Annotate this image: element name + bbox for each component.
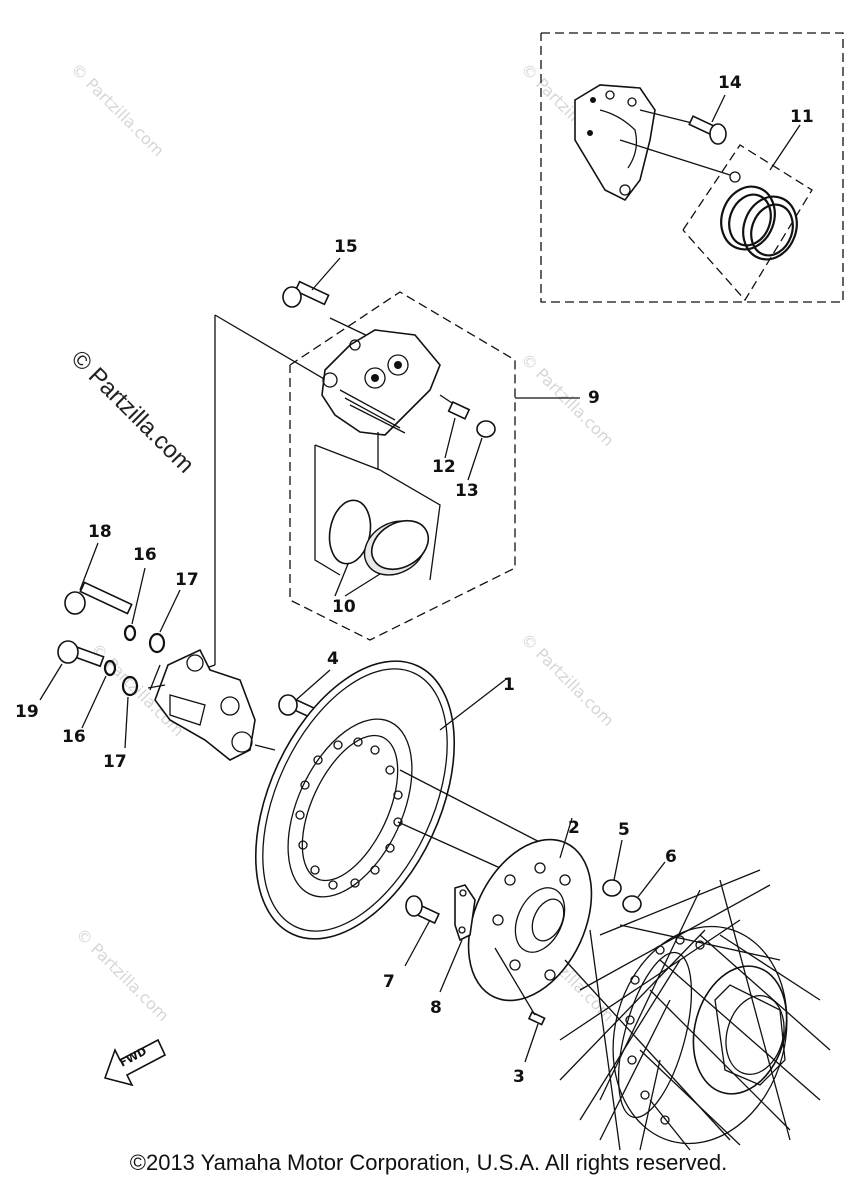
part-number: 17	[103, 752, 127, 772]
watermark: © Partzilla.com	[517, 629, 618, 730]
part-number: 19	[15, 702, 39, 722]
part-number: 5	[618, 820, 630, 840]
part-numbers: 14 11 15 9 12 13 18 16 17 10 4 1 19 16 1…	[15, 73, 814, 1087]
part-number: 18	[88, 522, 112, 542]
fwd-arrow: FWD	[103, 1038, 167, 1087]
disc-holes	[295, 737, 403, 890]
cap-13	[467, 420, 496, 481]
part-number: 8	[430, 998, 442, 1018]
washer-17-lower	[121, 675, 139, 749]
caliper-housing-inset	[574, 84, 731, 202]
nut-6	[622, 861, 666, 913]
watermark: © Partzilla.com	[517, 349, 618, 450]
washer-17-upper	[148, 589, 181, 654]
watermark-large: © Partzilla.com	[66, 345, 199, 478]
part-number: 1	[503, 675, 515, 695]
caliper-body	[321, 329, 456, 470]
caliper-bracket	[147, 648, 276, 761]
part-number: 10	[332, 597, 356, 617]
seal-rings-11	[720, 171, 798, 261]
hub-plate-2	[467, 817, 593, 1002]
washer-16-upper	[123, 567, 146, 642]
pin-3	[494, 947, 546, 1063]
brake-pads-10	[314, 444, 441, 597]
part-number: 6	[665, 847, 677, 867]
lock-washer-8	[439, 884, 476, 993]
part-number: 11	[790, 107, 814, 127]
part-number: 4	[327, 649, 339, 669]
wheel-spokes	[559, 869, 831, 1151]
part-number: 16	[62, 727, 86, 747]
bolt-15	[282, 257, 341, 308]
bolt-7	[404, 895, 440, 967]
part-number: 7	[383, 972, 395, 992]
nut-5	[602, 839, 623, 897]
brake-disc-1	[254, 660, 561, 940]
copyright-notice: ©2013 Yamaha Motor Corporation, U.S.A. A…	[129, 1150, 728, 1175]
watermark: © Partzilla.com	[67, 59, 168, 160]
part-number: 13	[455, 481, 479, 501]
washer-16-lower	[81, 659, 117, 729]
watermark: © Partzilla.com	[72, 924, 173, 1025]
part-number: 12	[432, 457, 456, 477]
bolt-4	[278, 669, 331, 719]
part-number: 2	[568, 818, 580, 838]
bolt-14	[688, 94, 727, 145]
part-number: 14	[718, 73, 742, 93]
part-number: 9	[588, 388, 600, 408]
bolt-19	[39, 640, 105, 701]
part-number: 15	[334, 237, 358, 257]
part-number: 17	[175, 570, 199, 590]
part-number: 3	[513, 1067, 525, 1087]
part-number: 16	[133, 545, 157, 565]
bolt-18	[64, 542, 133, 615]
inset-box	[540, 32, 844, 303]
wheel-hub	[559, 869, 831, 1151]
bleeder-12	[444, 401, 471, 459]
